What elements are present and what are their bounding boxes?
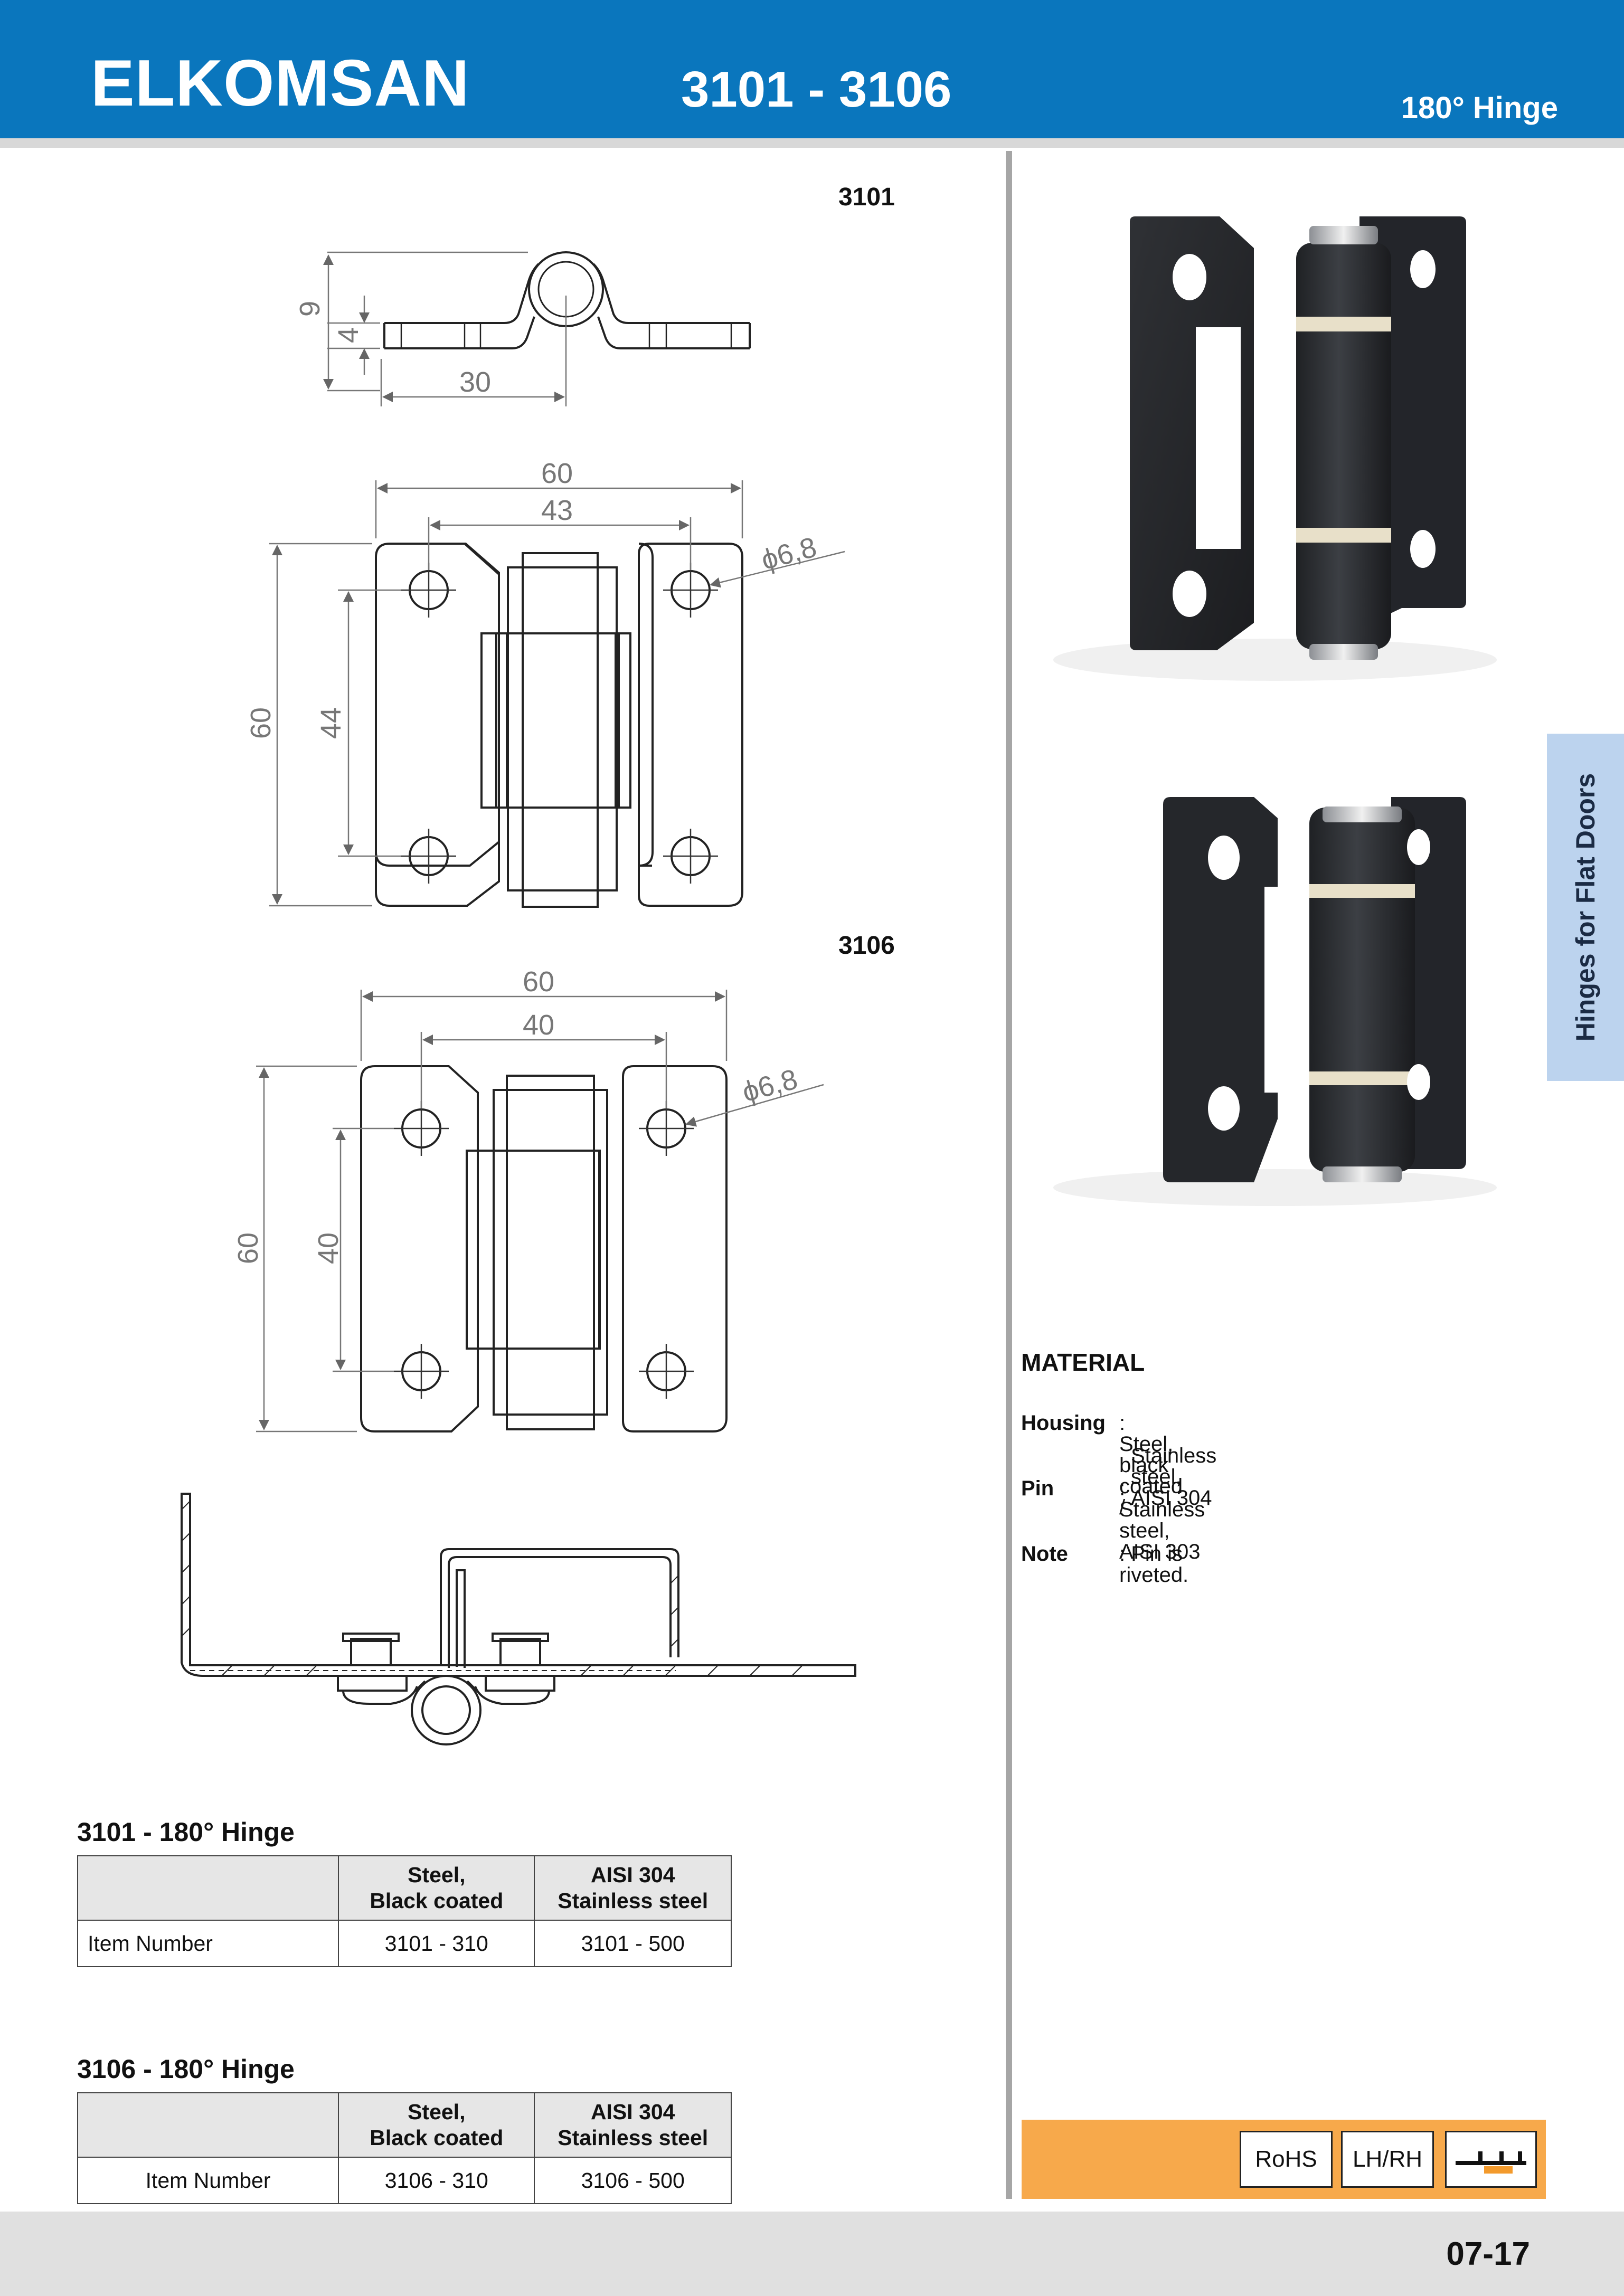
brand-name: ELKOMSAN: [91, 47, 470, 120]
table-row: Item Number 3106 - 310 3106 - 500: [77, 2157, 732, 2204]
rohs-badge: RoHS: [1240, 2131, 1333, 2188]
note-value: : Pin is riveted.: [1119, 1542, 1189, 1587]
table-3106-header-steel: Steel,Black coated: [338, 2092, 535, 2158]
dim-3101-height: 60: [245, 707, 277, 739]
housing-label: Housing: [1021, 1411, 1106, 1435]
lh-rh-badge: LH/RH: [1341, 2131, 1434, 2188]
product-image-3106: [1053, 797, 1497, 1206]
dim-3106-height: 60: [232, 1232, 264, 1264]
note-label: Note: [1021, 1542, 1068, 1566]
material-title: MATERIAL: [1021, 1349, 1145, 1376]
dim-3106-width: 60: [523, 966, 554, 998]
dim-3101-hole-height: 44: [315, 707, 347, 739]
centerlines-3101: [401, 563, 718, 884]
dim-3101-30: 30: [459, 366, 491, 398]
drawing-3101-side-view: [383, 251, 751, 349]
drawing-label-3101: 3101: [838, 183, 895, 211]
table-3106-row-label: Item Number: [77, 2157, 339, 2204]
mounting-cross-section: [181, 1493, 856, 1745]
table-3101-row-label: Item Number: [77, 1920, 339, 1967]
centerlines-3106: [394, 1101, 694, 1399]
table-3106-title: 3106 - 180° Hinge: [77, 2054, 295, 2084]
mount-symbol: [1456, 2151, 1526, 2174]
dimensions-3101-side: [323, 251, 567, 406]
dim-3101-hole-diameter: ϕ6,8: [758, 531, 820, 576]
housing-value-1: : Steel, black coated /: [1119, 1411, 1183, 1519]
side-tab-label: Hinges for Flat Doors: [1571, 773, 1600, 1042]
pin-label: Pin: [1021, 1477, 1054, 1500]
header-separator: [0, 138, 1624, 148]
table-3101-header-empty: [77, 1855, 339, 1921]
page-number: 07-17: [1446, 2236, 1530, 2272]
dim-3106-hole-spacing: 40: [523, 1009, 554, 1041]
table-row: Item Number 3101 - 310 3101 - 500: [77, 1920, 732, 1967]
dimensions-3101-front: [269, 480, 845, 907]
column-divider: [1006, 151, 1012, 2199]
page-footer: [0, 2212, 1624, 2296]
pin-value: : Stainless steel, AISI 303: [1119, 1477, 1205, 1563]
table-3101-header-steel: Steel,Black coated: [338, 1855, 535, 1921]
drawing-3101-front-view: [375, 543, 743, 908]
section-hatching: [181, 1501, 803, 1676]
table-3101-item-steel: 3101 - 310: [338, 1920, 535, 1967]
table-3106-header-empty: [77, 2092, 339, 2158]
housing-value-2: Stainless steel, AISI 304: [1131, 1444, 1217, 1510]
page-header: [0, 0, 1624, 138]
drawing-label-3106: 3106: [838, 932, 895, 960]
dim-3106-hole-diameter: ϕ6,8: [739, 1063, 801, 1108]
hinge-type: 180° Hinge: [1401, 91, 1558, 125]
table-3101-item-stainless: 3101 - 500: [534, 1920, 732, 1967]
table-3106-item-steel: 3106 - 310: [338, 2157, 535, 2204]
dimensions-3106-front: [256, 990, 824, 1432]
dim-3101-hole-spacing: 43: [541, 495, 573, 526]
table-3106-item-stainless: 3106 - 500: [534, 2157, 732, 2204]
flat-door-mount-icon: [1445, 2131, 1537, 2188]
dim-3106-hole-height: 40: [313, 1232, 344, 1264]
dim-3101-9: 9: [294, 301, 326, 317]
technical-drawings: 9 4 30: [181, 251, 856, 1745]
drawing-3106-front-view: [360, 1065, 728, 1432]
table-3101-title: 3101 - 180° Hinge: [77, 1817, 295, 1847]
model-range: 3101 - 3106: [681, 61, 952, 118]
dim-3101-width: 60: [541, 458, 573, 489]
product-image-3101: [1053, 216, 1497, 681]
category-side-tab[interactable]: Hinges for Flat Doors: [1547, 734, 1624, 1081]
dim-3101-4: 4: [333, 327, 364, 343]
